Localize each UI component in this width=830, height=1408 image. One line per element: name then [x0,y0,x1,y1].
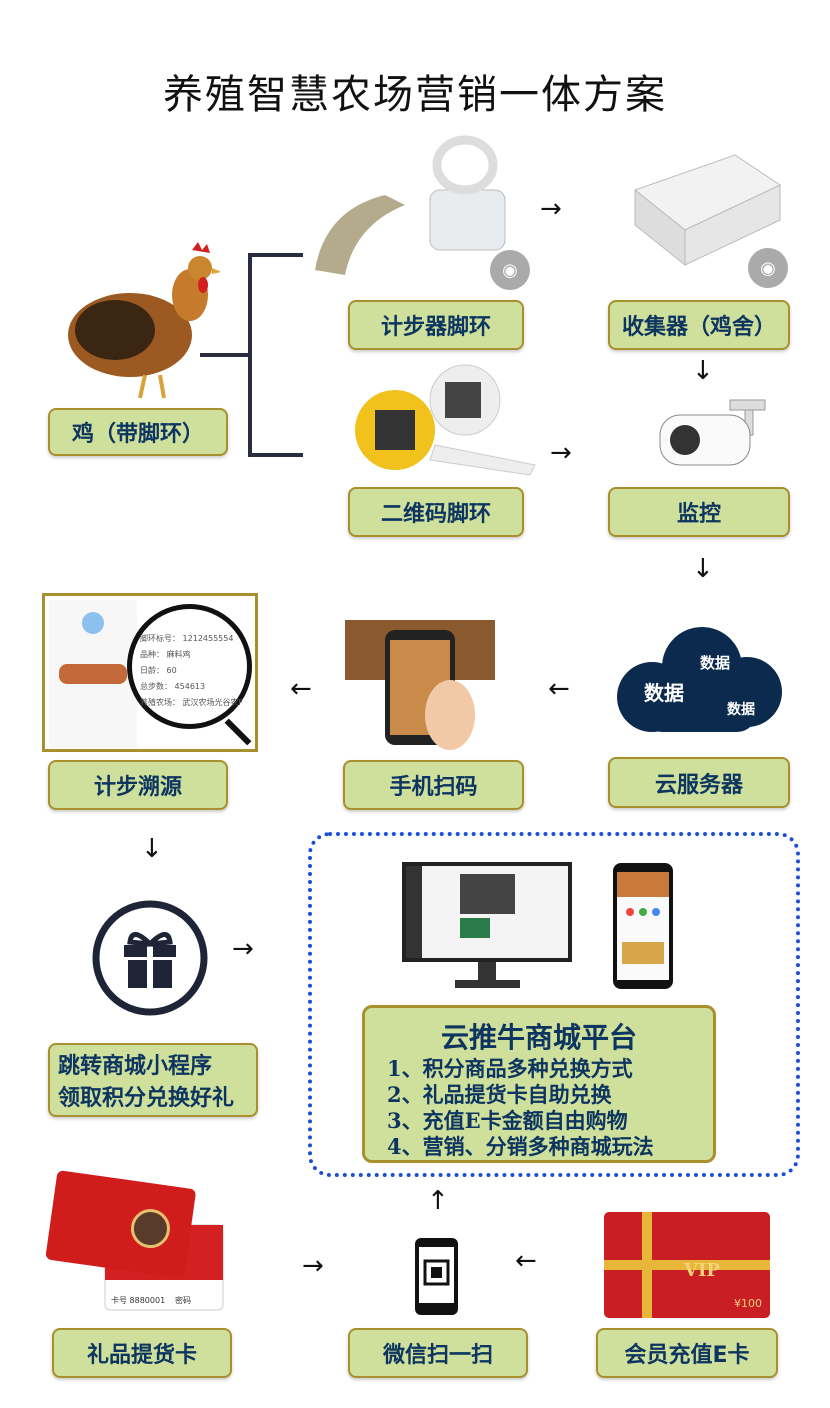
gift-card-image: 卡号 8880001 密码 [45,1170,227,1315]
bracket-line [248,253,252,457]
jump-label-line: 领取积分兑换好礼 [58,1086,235,1111]
magnifier-handle [224,718,252,746]
camera-image [650,395,770,475]
trace-value: 武汉农场光谷农F [182,698,244,707]
trace-value: 454613 [174,682,206,691]
qr-ring-image [345,360,545,480]
arrow-up-icon: ↑ [427,1186,449,1216]
arrow-left-icon: ← [548,674,570,704]
trace-key: 品种： [140,650,164,659]
gift-card-label: 礼品提货卡 [52,1328,232,1378]
cloud-word: 数据 [727,701,755,718]
jump-label-line: 跳转商城小程序 [58,1054,213,1079]
arrow-down-icon: ↓ [692,356,714,386]
vip-text: VIP [684,1260,720,1281]
trace-row: 总步数： 454613 [140,679,247,695]
platform-item: 1、积分商品多种兑换方式 [387,1056,633,1081]
trace-label: 计步溯源 [48,760,228,810]
platform-box: 云推牛商城平台 1、积分商品多种兑换方式 2、礼品提货卡自助兑换 3、充值E卡金… [362,1005,716,1163]
collector-label: 收集器（鸡舍） [608,300,790,350]
arrow-left-icon: ← [515,1246,537,1276]
bracket-line [248,453,303,457]
chicken-image [60,240,222,400]
cloud-image: 数据 数据 数据 [612,622,787,742]
vip-amount: ¥100 [734,1297,762,1310]
collector-image [615,140,790,290]
platform-item: 2、礼品提货卡自助兑换 [387,1082,612,1107]
jump-label: 跳转商城小程序 领取积分兑换好礼 [48,1043,258,1117]
page-title: 养殖智慧农场营销一体方案 [163,72,667,118]
pedometer-label: 计步器脚环 [348,300,524,350]
pedometer-ring-image [305,135,520,295]
platform-dotted-frame [308,832,800,1177]
chicken-label: 鸡（带脚环） [48,408,228,456]
trace-screenshot: 脚环标号： 1212455554 品种： 麻料鸡 日龄： 60 总步数： 454… [42,593,258,752]
arrow-right-icon: → [550,438,572,468]
trace-row: 养殖农场： 武汉农场光谷农F [140,695,247,711]
trace-row: 日龄： 60 [140,663,247,679]
trace-key: 养殖农场： [140,698,180,707]
ecard-label: 会员充值E卡 [596,1328,778,1378]
arrow-down-icon: ↓ [141,834,163,864]
platform-item: 3、充值E卡金额自由购物 [387,1108,628,1133]
cloud-word: 数据 [700,654,730,672]
trace-row: 品种： 麻料鸡 [140,647,247,663]
arrow-down-icon: ↓ [692,554,714,584]
monitor-label: 监控 [608,487,790,537]
smartphone-image [612,862,674,990]
arrow-right-icon: → [540,194,562,224]
cloud-label: 云服务器 [608,757,790,808]
trace-key: 总步数： [140,682,172,691]
arrow-left-icon: ← [290,674,312,704]
trace-key: 日龄： [140,666,164,675]
vip-card-image: VIP ¥100 [604,1212,770,1318]
qr-ring-label: 二维码脚环 [348,487,524,537]
trace-row: 脚环标号： 1212455554 [140,631,247,647]
wireless-icon: ◉ [748,248,788,288]
wechat-scan-label: 微信扫一扫 [348,1328,528,1378]
gift-icon [92,900,208,1016]
bracket-line [248,253,303,257]
arrow-right-icon: → [232,934,254,964]
platform-item: 4、营销、分销多种商城玩法 [387,1134,654,1159]
arrow-right-icon: → [302,1251,324,1281]
trace-value: 1212455554 [182,634,234,643]
scan-label: 手机扫码 [343,760,524,810]
trace-key: 脚环标号： [140,634,180,643]
bracket-line [200,353,250,357]
trace-value: 麻料鸡 [166,650,191,659]
card-number: 卡号 8880001 [111,1295,165,1305]
desktop-monitor-image [400,860,575,992]
platform-title: 云推牛商城平台 [440,1021,637,1054]
phone-scan-image [330,620,500,750]
trace-value: 60 [166,666,177,675]
card-password: 密码 [175,1295,191,1305]
wireless-icon: ◉ [490,250,530,290]
phone-qr-icon [414,1237,459,1316]
cloud-word: 数据 [644,681,684,705]
